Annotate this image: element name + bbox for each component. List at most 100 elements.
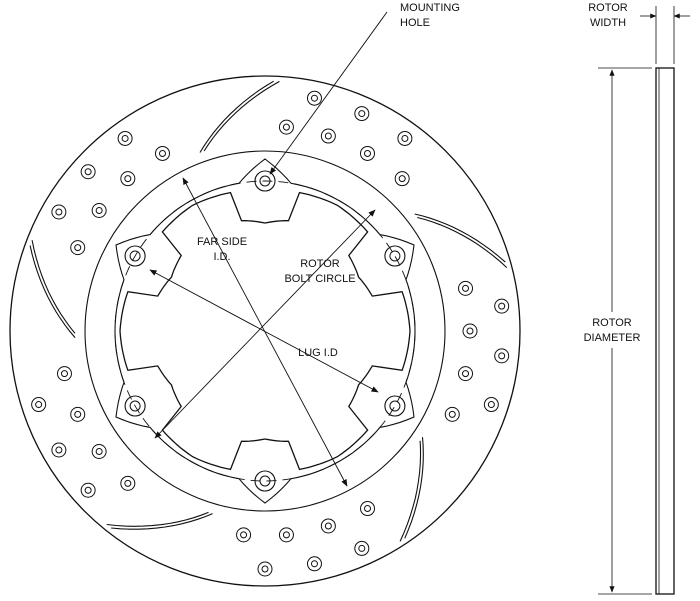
curved-slot-edge [199, 80, 274, 153]
label-bolt-circle-2: BOLT CIRCLE [284, 273, 355, 285]
drilled-hole-ring [354, 106, 370, 122]
drilled-hole-center [84, 486, 92, 494]
drilled-hole-center [324, 522, 332, 530]
drilled-hole-ring [257, 561, 273, 577]
label-bolt-circle-1: ROTOR [300, 258, 340, 270]
curved-slot-edge [111, 513, 213, 530]
drilled-hole-center [55, 446, 63, 454]
drilled-hole-center [240, 531, 248, 539]
drilled-hole-ring [80, 164, 96, 180]
mounting-hole-ring [124, 245, 146, 267]
drilled-hole-center [95, 207, 103, 215]
drilled-hole-ring [51, 442, 67, 458]
drilled-hole-ring [462, 323, 478, 339]
drilled-hole-ring [120, 475, 136, 491]
drilled-hole-ring [320, 518, 336, 534]
drilled-hole-ring [80, 482, 96, 498]
rotor-outer-edge [9, 75, 521, 587]
drilled-hole-center [487, 401, 495, 409]
label-rotor-width-2: WIDTH [590, 17, 626, 29]
drilled-hole-center [401, 134, 409, 142]
drilled-hole-ring [56, 366, 72, 382]
drilled-hole-ring [320, 128, 336, 144]
drilled-hole-ring [120, 171, 136, 187]
drilled-hole-ring [306, 90, 322, 106]
drilled-hole-ring [360, 145, 375, 161]
drilled-hole-ring [117, 130, 133, 146]
drilled-hole-ring [397, 130, 413, 146]
curved-slot-edge [399, 440, 422, 542]
drilled-hole-ring [354, 540, 370, 556]
drilled-hole-center [159, 149, 166, 157]
drilled-hole-ring [91, 203, 107, 219]
dimension-callouts [149, 11, 388, 487]
drilled-hole-center [282, 123, 290, 131]
drilled-hole-center [74, 244, 82, 252]
drilled-hole-center [74, 410, 82, 418]
drilled-hole-center [462, 370, 470, 378]
friction-ring-inner-edge [84, 150, 446, 512]
drilled-hole-ring [458, 366, 474, 382]
drilled-hole-center [398, 175, 406, 183]
mounting-hole-ring [384, 395, 406, 417]
drilled-hole-ring [360, 501, 375, 517]
rotor-side-profile [655, 67, 675, 595]
dimension-bolt-circle [149, 269, 379, 393]
drilled-hole-ring [70, 406, 86, 422]
label-far-side-2: I.D. [213, 251, 230, 263]
drilled-hole-center [60, 370, 68, 378]
drilled-hole-ring [236, 527, 252, 543]
drilled-hole-ring [278, 527, 294, 543]
drilled-hole-ring [91, 443, 107, 459]
drilled-hole-center [121, 134, 129, 142]
drilled-hole-center [55, 208, 63, 216]
rotor-face-view [9, 75, 521, 587]
drilled-hole-center [124, 175, 132, 183]
label-rotor-diameter-2: DIAMETER [584, 332, 641, 344]
drilled-hole-center [466, 327, 474, 335]
curved-slot-edge [417, 216, 508, 269]
drilled-hole-center [310, 94, 318, 102]
drilled-hole-center [358, 110, 366, 118]
label-far-side-1: FAR SIDE [197, 236, 247, 248]
drilled-hole-center [35, 401, 43, 409]
label-mounting-hole-2: HOLE [400, 17, 430, 29]
drilled-hole-ring [51, 204, 67, 220]
lug-opening-outline [119, 191, 411, 471]
drilled-hole-ring [155, 145, 170, 161]
drilled-hole-center [84, 168, 92, 176]
drilled-hole-center [498, 352, 506, 360]
curved-slot-edge [203, 80, 280, 152]
bolt-circle-dashed [114, 180, 416, 482]
drilled-hole-center [124, 479, 132, 487]
curved-slot-edge [414, 213, 506, 263]
drilled-hole-center [310, 560, 318, 568]
mounting-hole-bore [129, 400, 141, 412]
leader-mounting-hole [269, 11, 388, 175]
curved-slot-edge [404, 437, 424, 539]
dimension-lug-id [154, 209, 376, 439]
drilled-hole-center [462, 284, 470, 292]
drilled-hole-ring [458, 280, 474, 296]
drilled-hole-center [261, 565, 269, 573]
mounting-hole-ring [124, 395, 146, 417]
drilled-hole-ring [444, 406, 460, 422]
drilled-hole-center [498, 302, 506, 310]
center-section-outline [114, 158, 416, 504]
drilled-hole-ring [494, 348, 510, 364]
curved-slot-edge [106, 511, 209, 527]
mounting-hole-bore [389, 400, 401, 412]
drilled-hole-center [364, 505, 371, 513]
label-rotor-width-1: ROTOR [588, 2, 628, 14]
drilled-hole-ring [394, 171, 410, 187]
drilled-hole-ring [278, 119, 294, 135]
drilled-hole-center [324, 132, 332, 140]
rotor-side-view [598, 6, 690, 595]
curved-slot-edge [31, 240, 76, 334]
drilled-hole-ring [494, 298, 510, 314]
drilled-hole-center [95, 447, 103, 455]
mounting-hole-ring [384, 245, 406, 267]
label-lug-id: LUG I.D [298, 347, 338, 359]
